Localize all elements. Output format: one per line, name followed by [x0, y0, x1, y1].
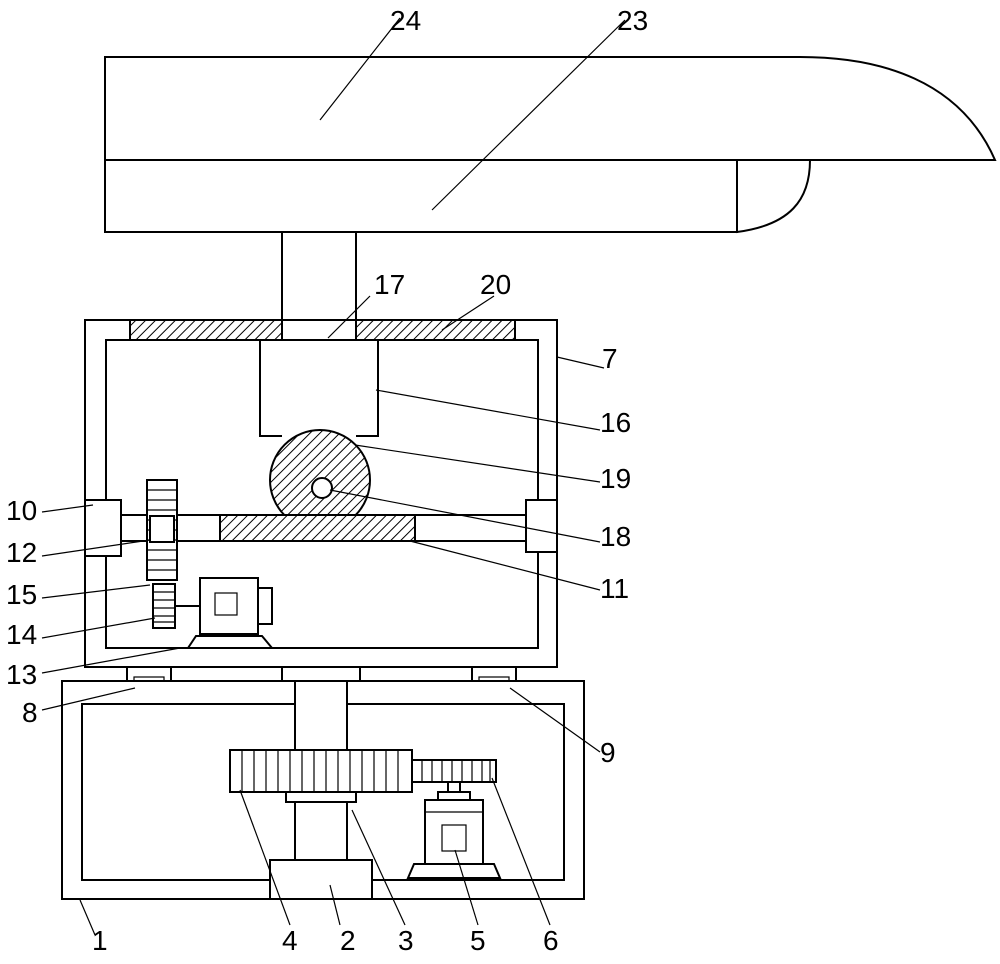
- leader-lines: [41, 17, 626, 936]
- large-spur-gear: [229, 749, 413, 793]
- cam-shaft-hole: [311, 477, 333, 499]
- label-7: 7: [602, 343, 618, 374]
- label-4: 4: [282, 925, 298, 956]
- right-bearing: [525, 499, 558, 553]
- label-20: 20: [480, 269, 511, 300]
- label-12: 12: [6, 537, 37, 568]
- left-bearing: [84, 499, 122, 557]
- upper-motor-base: [186, 635, 275, 649]
- label-2: 2: [340, 925, 356, 956]
- upper-housing: [84, 319, 558, 668]
- label-18: 18: [600, 521, 631, 552]
- label-19: 19: [600, 463, 631, 494]
- label-14: 14: [6, 619, 37, 650]
- lower-motor-base: [406, 863, 502, 879]
- upper-motor: [199, 577, 259, 635]
- rotary-collar: [281, 666, 361, 682]
- canopy-assembly: [104, 56, 997, 234]
- label-6: 6: [543, 925, 559, 956]
- label-10: 10: [6, 495, 37, 526]
- label-1: 1: [92, 925, 108, 956]
- label-3: 3: [398, 925, 414, 956]
- label-23: 23: [617, 5, 648, 36]
- lower-base: [61, 680, 585, 900]
- label-9: 9: [600, 737, 616, 768]
- canopy-upper-shell: [104, 56, 997, 161]
- guide-sleeve: [259, 340, 379, 437]
- label-8: 8: [22, 697, 38, 728]
- label-11: 11: [600, 573, 629, 604]
- label-5: 5: [470, 925, 486, 956]
- lower-motor: [424, 799, 484, 865]
- canopy-end-cap: [736, 159, 812, 234]
- column-base-block: [269, 859, 373, 900]
- hatched-slider-block: [219, 514, 416, 542]
- pinion-gear: [411, 759, 497, 783]
- label-24: 24: [390, 5, 421, 36]
- label-17: 17: [374, 269, 405, 300]
- canopy-lower-body: [104, 159, 995, 233]
- part-labels: 24 23 17 20 7 16 19 18 11 10 12 15 14 13…: [6, 5, 648, 956]
- label-13: 13: [6, 659, 37, 690]
- label-15: 15: [6, 579, 37, 610]
- label-16: 16: [600, 407, 631, 438]
